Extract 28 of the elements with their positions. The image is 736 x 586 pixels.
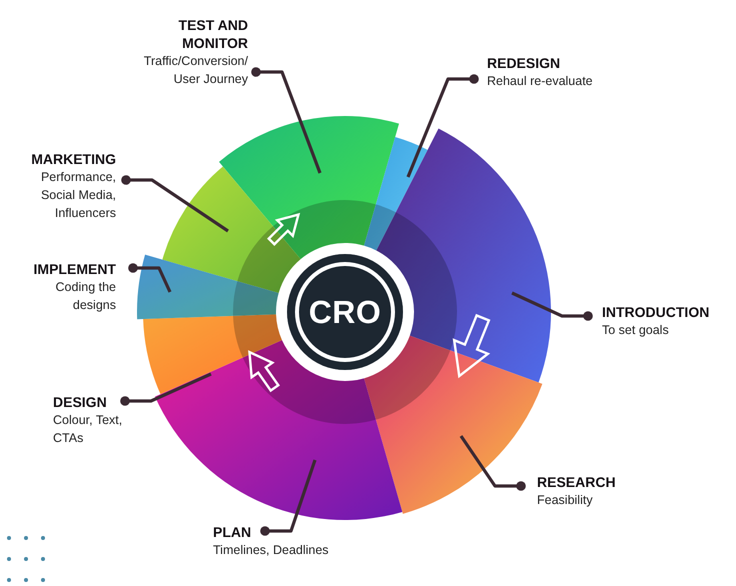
leader-line: [406, 74, 479, 178]
ring-sector: [364, 137, 428, 251]
leader-line: [460, 435, 526, 491]
leader-line: [511, 292, 593, 321]
stage-description: Rehaul re-evaluate: [487, 73, 594, 90]
stage-description: Traffic/Conversion/ User Journey: [142, 53, 248, 88]
leader-line: [121, 175, 229, 232]
stage-title: RESEARCH: [537, 473, 617, 491]
stage-title: TEST AND MONITOR: [178, 16, 248, 52]
stage-description: Performance, Social Media, Influencers: [40, 169, 116, 222]
stage-title: MARKETING: [30, 150, 116, 168]
stage-title: INTRODUCTION: [602, 303, 710, 321]
ring-sector: [137, 254, 279, 320]
leader-line: [120, 372, 212, 406]
stage-title: REDESIGN: [487, 54, 562, 72]
center-circle: [287, 254, 403, 370]
stage-title: PLAN: [213, 523, 252, 541]
ring-sector: [143, 314, 282, 394]
stage-description: To set goals: [602, 322, 670, 339]
leader-line: [251, 67, 322, 174]
stage-description: Feasibility: [537, 492, 594, 509]
center-title: CRO: [308, 294, 382, 330]
stage-description: Coding the designs: [54, 279, 116, 314]
stage-description: Colour, Text, CTAs: [53, 412, 124, 447]
stage-title: IMPLEMENT: [32, 260, 116, 278]
ring-sector: [162, 166, 301, 293]
stage-description: Timelines, Deadlines: [213, 542, 330, 559]
stage-title: DESIGN: [53, 393, 108, 411]
